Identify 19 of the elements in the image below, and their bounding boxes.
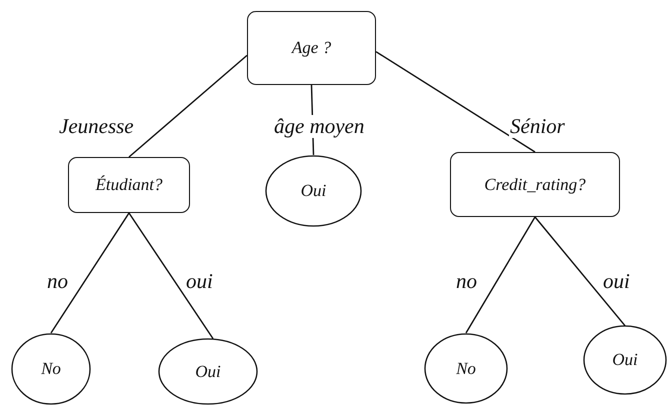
- edge-label: Sénior: [509, 115, 566, 138]
- node-label: No: [456, 358, 476, 378]
- connector-line: [128, 54, 248, 158]
- decision-box: [68, 157, 190, 213]
- node-label: Oui: [300, 181, 326, 201]
- node-label: Étudiant?: [95, 175, 163, 195]
- decision-box: [450, 152, 620, 217]
- decision-box: [247, 11, 376, 85]
- connector-line: [534, 216, 626, 326]
- node-label: Credit_rating?: [484, 174, 586, 194]
- node-label: Oui: [195, 362, 221, 382]
- node-label: Age ?: [292, 38, 332, 58]
- edge-label: âge moyen: [273, 115, 366, 138]
- connector-line: [465, 216, 536, 334]
- connector-line: [376, 51, 536, 153]
- connector-line: [50, 212, 130, 334]
- node-label: No: [41, 359, 61, 379]
- connector-line: [128, 212, 214, 340]
- node-label: Oui: [612, 350, 638, 370]
